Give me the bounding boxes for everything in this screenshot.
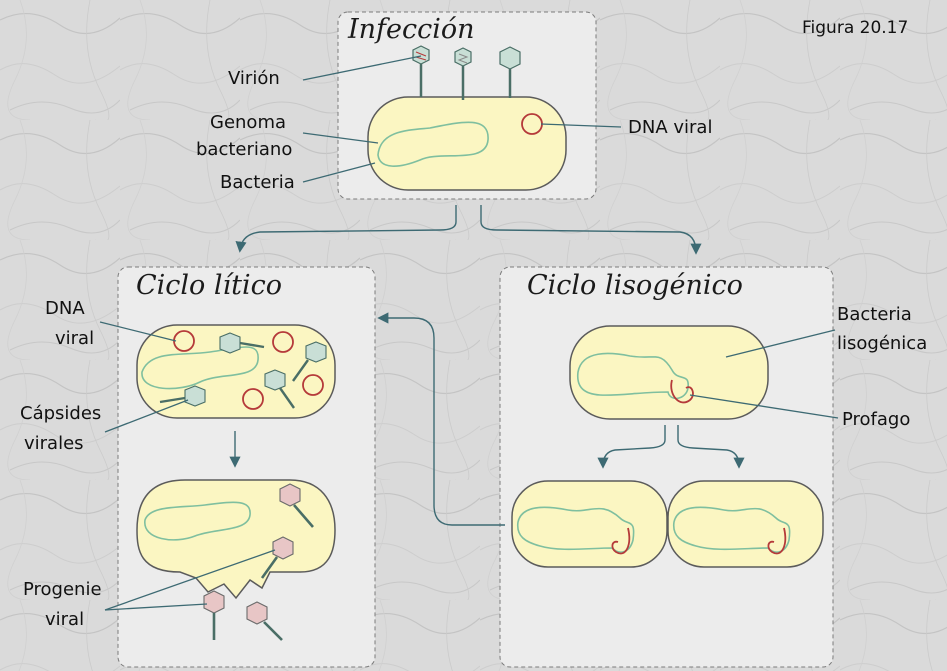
progenie-leader-2 [104,603,208,611]
arrow-to-lisogenico [480,205,702,255]
label-capsides-line1: Cápsides [20,403,101,424]
label-bacteria: Bacteria [220,172,295,193]
daughter-cell-1-prophage [611,527,631,555]
daughter-cell-2-genome [672,506,791,553]
litico-lysing-bacterium [136,479,336,600]
arrow-split-right [677,425,745,469]
daughter-cell-1-genome [516,506,635,553]
infeccion-bacterium [367,96,567,191]
dna-viral-leader [540,123,622,128]
label-capsides-line2: virales [24,433,84,454]
daughter-cell-2 [667,480,824,568]
progenie-leader-1 [104,549,276,611]
lisogenica-leader [725,329,836,358]
capsides-leader [104,399,189,433]
litico-viral-dna-3 [302,374,324,396]
prophage [670,379,694,404]
genome-leader [302,132,379,144]
bacterial-genome [377,121,489,167]
panel-lisogenico: Ciclo lisogénico [499,266,839,668]
lysogenic-bacterium [569,325,769,420]
label-progenie-line2: viral [45,609,84,630]
phage-2 [454,47,472,100]
litico-lysed-genome [144,501,251,541]
profago-leader [689,394,839,419]
daughter-cell-2-prophage [767,527,787,555]
litico-viral-dna-4 [242,388,264,410]
label-profago: Profago [842,409,910,430]
litico-viral-dna-2 [272,331,294,353]
capsid-1 [219,332,265,354]
label-dna-viral-line1: DNA [45,298,85,319]
panel-litico: Ciclo lítico [99,266,376,668]
phage-1 [412,45,430,97]
figure-label: Figura 20.17 [802,18,908,38]
virion-leader [302,55,422,81]
progeny-phage-3 [203,590,225,640]
progeny-phage-4 [246,601,283,641]
arrow-to-litico [235,205,457,253]
label-progenie-line1: Progenie [23,579,102,600]
litico-genome [141,346,259,390]
progeny-phage-2 [260,536,294,579]
label-virion: Virión [228,68,280,89]
panel-infeccion: Infección [302,11,622,200]
label-genoma-line1: Genoma [210,112,286,133]
bacteria-leader [302,162,376,183]
litico-dna-leader [99,321,177,342]
capsid-3 [264,369,295,409]
capsid-2 [292,341,327,382]
daughter-cell-1 [511,480,668,568]
panel-lisogenico-title: Ciclo lisogénico [527,270,743,301]
arrow-induction [377,312,505,526]
capsid-4 [159,385,206,407]
label-genoma-line2: bacteriano [196,139,292,160]
panel-infeccion-title: Infección [347,14,475,45]
panel-litico-title: Ciclo lítico [136,270,282,301]
phage-3 [499,46,521,98]
label-bacteria-lisogenica-line1: Bacteria [837,304,912,325]
arrow-split-left [597,425,666,469]
label-dna-viral-line2: viral [55,328,94,349]
progeny-phage-1 [279,483,314,528]
label-bacteria-lisogenica-line2: lisogénica [837,333,927,354]
label-dna-viral-top: DNA viral [628,117,712,138]
